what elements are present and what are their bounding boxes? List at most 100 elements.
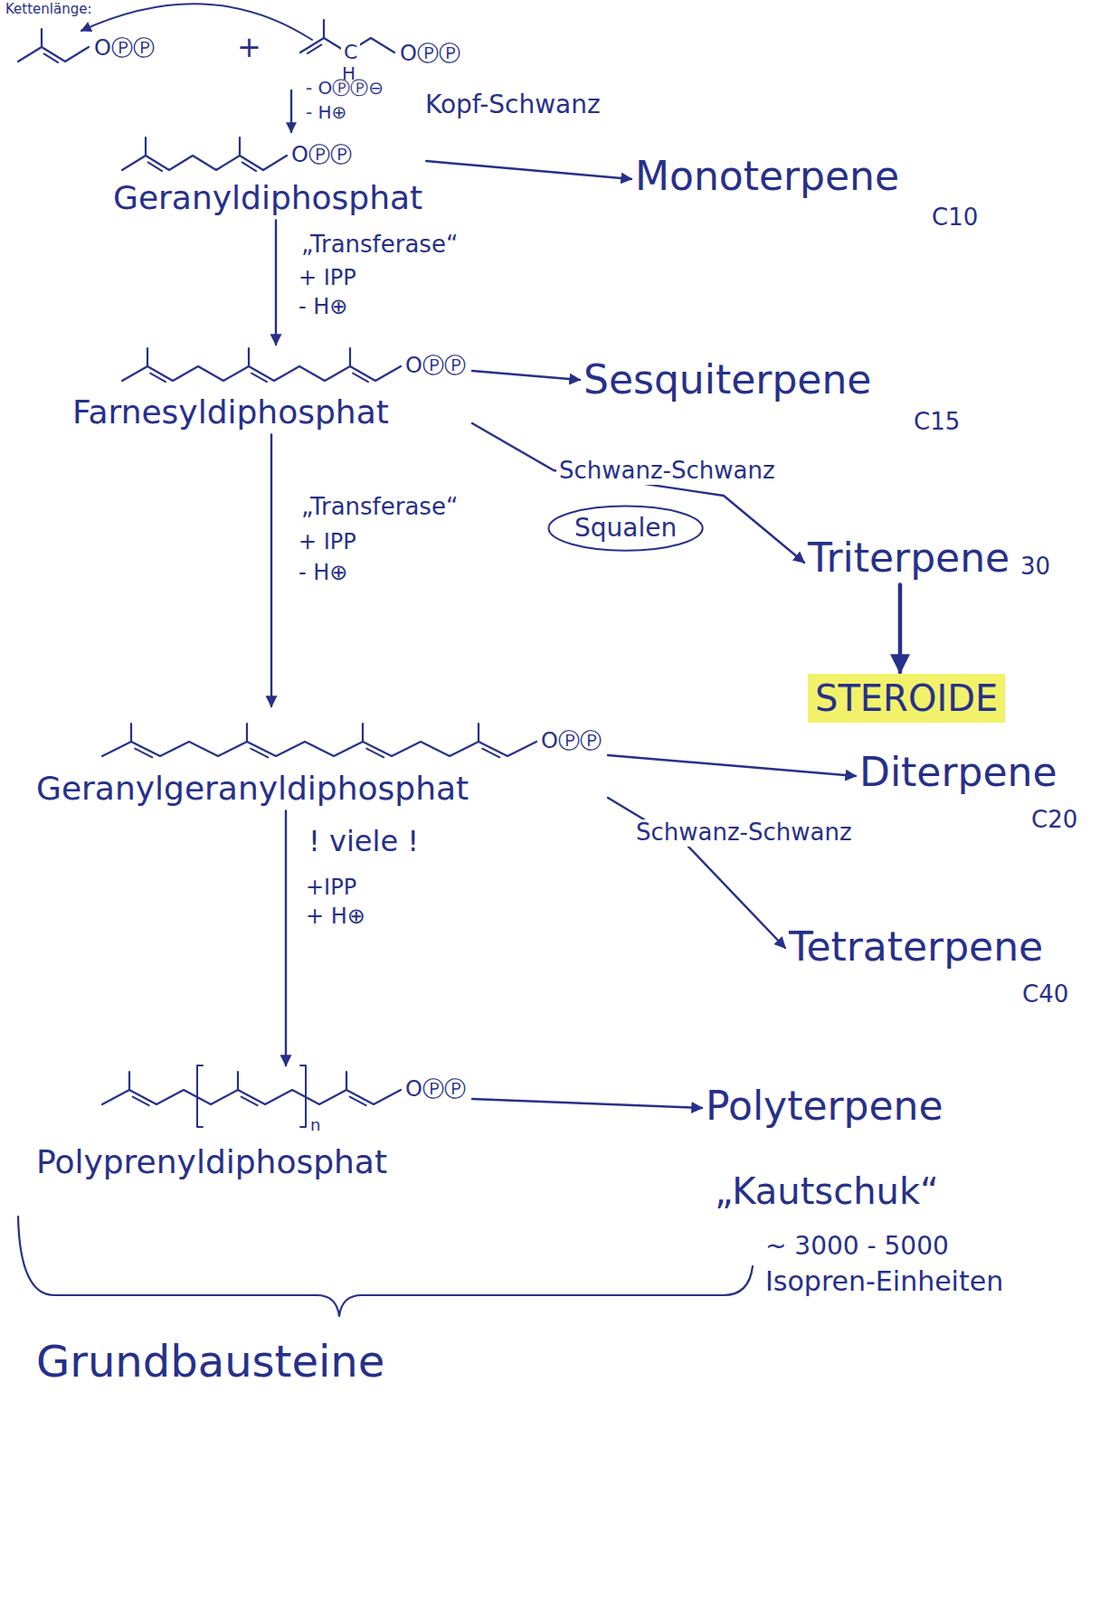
repeat-index: n xyxy=(310,1116,321,1136)
reaction-note: - H⊕ xyxy=(298,560,348,587)
double-bond xyxy=(307,44,323,54)
reaction-arrow xyxy=(472,423,805,563)
diphosphate-group: OⓅⓅ xyxy=(540,729,602,755)
double-bond xyxy=(150,373,166,383)
diphosphate-group: OⓅⓅ xyxy=(405,353,466,380)
methyl-branch xyxy=(247,348,250,367)
edge-label: Schwanz-Schwanz xyxy=(556,457,778,485)
terpene-class: Polyterpene xyxy=(703,1081,946,1132)
double-bond xyxy=(482,749,500,759)
double-bond xyxy=(350,1097,367,1107)
diphosphate-group: OⓅⓅ xyxy=(399,41,461,67)
reaction-note: - OⓅⓅ⊖ xyxy=(305,77,384,99)
linkage-note: Kopf-Schwanz xyxy=(425,90,601,120)
methyl-branch xyxy=(477,723,480,742)
reaction-note: - H⊕ xyxy=(305,102,347,124)
diphosphate-group: OⓅⓅ xyxy=(94,36,155,62)
circled-intermediate: Squalen xyxy=(547,504,704,552)
methyl-branch xyxy=(237,1071,239,1091)
chain-length-note: ~ 3000 - 5000 xyxy=(765,1232,949,1262)
repeat-bracket xyxy=(300,1065,306,1128)
methyl-branch xyxy=(40,28,43,48)
reaction-arrow xyxy=(607,755,856,777)
double-bond xyxy=(352,373,369,383)
node-text: Geranyldiphosphat xyxy=(113,179,423,217)
edge-label: „Transferase“ xyxy=(298,231,461,259)
carbon-count: C15 xyxy=(913,408,960,437)
node-text: Polyprenyldiphosphat xyxy=(36,1143,469,1181)
terpene-class: Monoterpene xyxy=(633,151,901,202)
example-note: „Kautschuk“ xyxy=(714,1170,939,1213)
node-text: Tetraterpene xyxy=(788,924,1044,971)
double-bond xyxy=(132,1097,150,1107)
edge-label: Schwanz-Schwanz xyxy=(633,819,855,847)
methyl-branch xyxy=(345,1071,348,1091)
compound-name: Geranyldiphosphat xyxy=(113,135,425,219)
page-heading-fragment: Kettenlänge: xyxy=(5,1,93,18)
reaction-note: + IPP xyxy=(298,530,357,556)
node-text: Triterpene xyxy=(807,535,1010,582)
node-text: Farnesyldiphosphat xyxy=(72,393,469,431)
node-text: Sesquiterpene xyxy=(583,357,872,404)
methyl-branch xyxy=(246,723,248,742)
methyl-branch xyxy=(128,1071,131,1091)
terpene-class: Triterpene xyxy=(806,533,1012,584)
double-bond xyxy=(250,749,268,759)
reaction-arrow xyxy=(426,161,632,180)
reaction-note: - H⊕ xyxy=(298,294,348,321)
double-bond xyxy=(148,161,163,171)
ellipse-outline xyxy=(549,506,703,551)
reaction-note: + H⊕ xyxy=(305,904,366,930)
reaction-arrow xyxy=(284,810,287,1066)
reaction-note: + IPP xyxy=(298,265,357,292)
brace-caption: Grundbausteine xyxy=(36,1337,385,1387)
double-bond xyxy=(44,53,59,63)
node-text: Geranylgeranyldiphosphat xyxy=(36,769,605,807)
methyl-branch xyxy=(130,723,133,742)
isoprenoid-chain xyxy=(102,741,537,757)
terpene-class: Diterpene xyxy=(857,748,1059,798)
methyl-branch xyxy=(146,348,149,367)
reaction-arrow xyxy=(472,1099,702,1109)
methyl-branch xyxy=(361,723,364,742)
terpene-class: Tetraterpene xyxy=(787,922,1045,973)
node-text: Polyterpene xyxy=(705,1083,944,1130)
node-text: Monoterpene xyxy=(635,153,900,200)
edge-label: „Transferase“ xyxy=(298,493,461,522)
double-bond xyxy=(366,749,384,759)
double-bond xyxy=(241,1097,258,1107)
double-bond xyxy=(251,373,267,383)
methyl-branch xyxy=(238,137,241,156)
isoprenoid-chain xyxy=(122,155,287,171)
curved-arrow xyxy=(81,3,313,40)
methyl-branch xyxy=(349,348,351,367)
reaction-arrow xyxy=(275,219,277,345)
double-bond xyxy=(242,161,257,171)
carbon-count: C20 xyxy=(1031,806,1078,835)
compound-name: Geranylgeranyldiphosphat xyxy=(36,708,607,809)
reaction-note: +IPP xyxy=(305,875,357,901)
double-bond xyxy=(134,749,152,759)
node-text: Diterpene xyxy=(859,749,1057,797)
node-text: STEROIDE xyxy=(815,677,998,720)
reaction-arrow xyxy=(472,370,580,380)
atom-label: C xyxy=(341,40,361,64)
diphosphate-group: OⓅⓅ xyxy=(291,142,352,169)
highlighted-class: STEROIDE xyxy=(807,673,1006,723)
methyl-branch xyxy=(144,137,147,156)
chain-length-note: Isopren-Einheiten xyxy=(765,1266,1004,1299)
node-text: Squalen xyxy=(574,513,677,543)
plus-sign: + xyxy=(237,30,262,65)
methyl-branch xyxy=(322,19,325,38)
reaction-arrow xyxy=(270,434,273,707)
diphosphate-group: OⓅⓅ xyxy=(405,1077,466,1103)
repeat-bracket xyxy=(197,1065,203,1128)
reaction-arrow xyxy=(290,90,293,133)
bold-arrow xyxy=(898,585,903,673)
carbon-count: C40 xyxy=(1022,981,1069,1009)
edge-label: ! viele ! xyxy=(305,825,422,859)
grouping-brace xyxy=(18,1216,753,1317)
carbon-count: C10 xyxy=(931,204,978,232)
